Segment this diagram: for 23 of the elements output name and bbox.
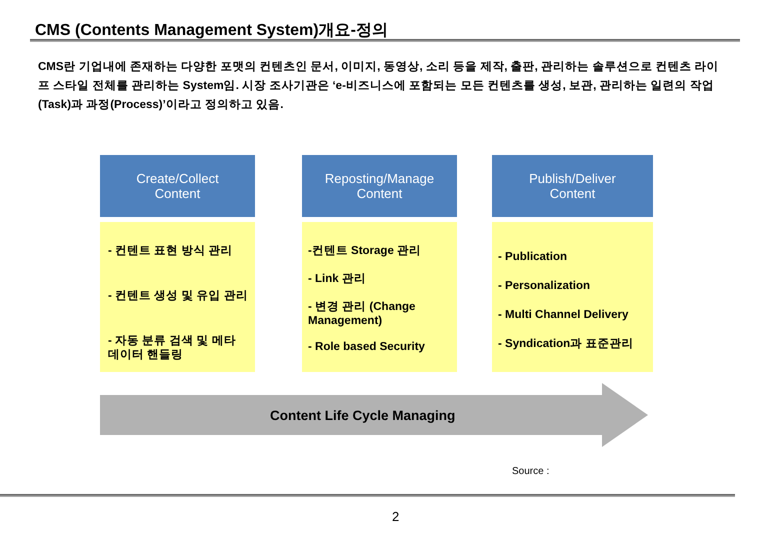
list-item: - 컨텐트 생성 및 유입 관리 <box>108 289 249 303</box>
list-item: - Link 관리 <box>308 272 367 286</box>
page-number: 2 <box>392 509 400 524</box>
content-panel <box>492 222 653 372</box>
column-header: Create/Collect Content <box>100 155 255 217</box>
column-header: Reposting/Manage Content <box>302 155 457 217</box>
arrow-label: Content Life Cycle Managing <box>270 408 456 423</box>
content-panel <box>100 222 255 372</box>
content-panel <box>302 222 457 372</box>
list-item: - 변경 관리 (Change Management) <box>308 300 416 328</box>
list-item: - Multi Channel Delivery <box>498 308 630 322</box>
source-note: Source : <box>512 466 550 477</box>
list-item: - Personalization <box>498 279 592 293</box>
list-item: - 컨텐트 표현 방식 관리 <box>108 244 234 258</box>
list-item: -컨텐트 Storage 관리 <box>308 244 422 258</box>
list-item: - Role based Security <box>308 340 426 354</box>
list-item: - Syndication과 표준관리 <box>498 337 634 351</box>
process-arrow <box>100 383 648 447</box>
list-item: - 자동 분류 검색 및 메타 데이터 핸들링 <box>108 334 237 362</box>
column-header: Publish/Deliver Content <box>492 155 653 217</box>
description-paragraph: CMS란 기업내에 존재하는 다양한 포맷의 컨텐츠인 문서, 이미지, 동영상, 소리 등을 제작, 출판, 관리하는 솔루션으로 컨텐츠 라이프 스타일 전체를 관리하는 System임. 시장 조사기관은 ‘e-비즈니스에 포함되는 모든 컨텐츠를 생성, 보관, 관리하는 일련의 작업(Task)과 과정(Process)’이라고 정의하고 있음. <box>38 60 720 113</box>
page-title: CMS (Contents Management System)개요-정의 <box>35 21 388 41</box>
list-item: - Publication <box>498 250 568 264</box>
